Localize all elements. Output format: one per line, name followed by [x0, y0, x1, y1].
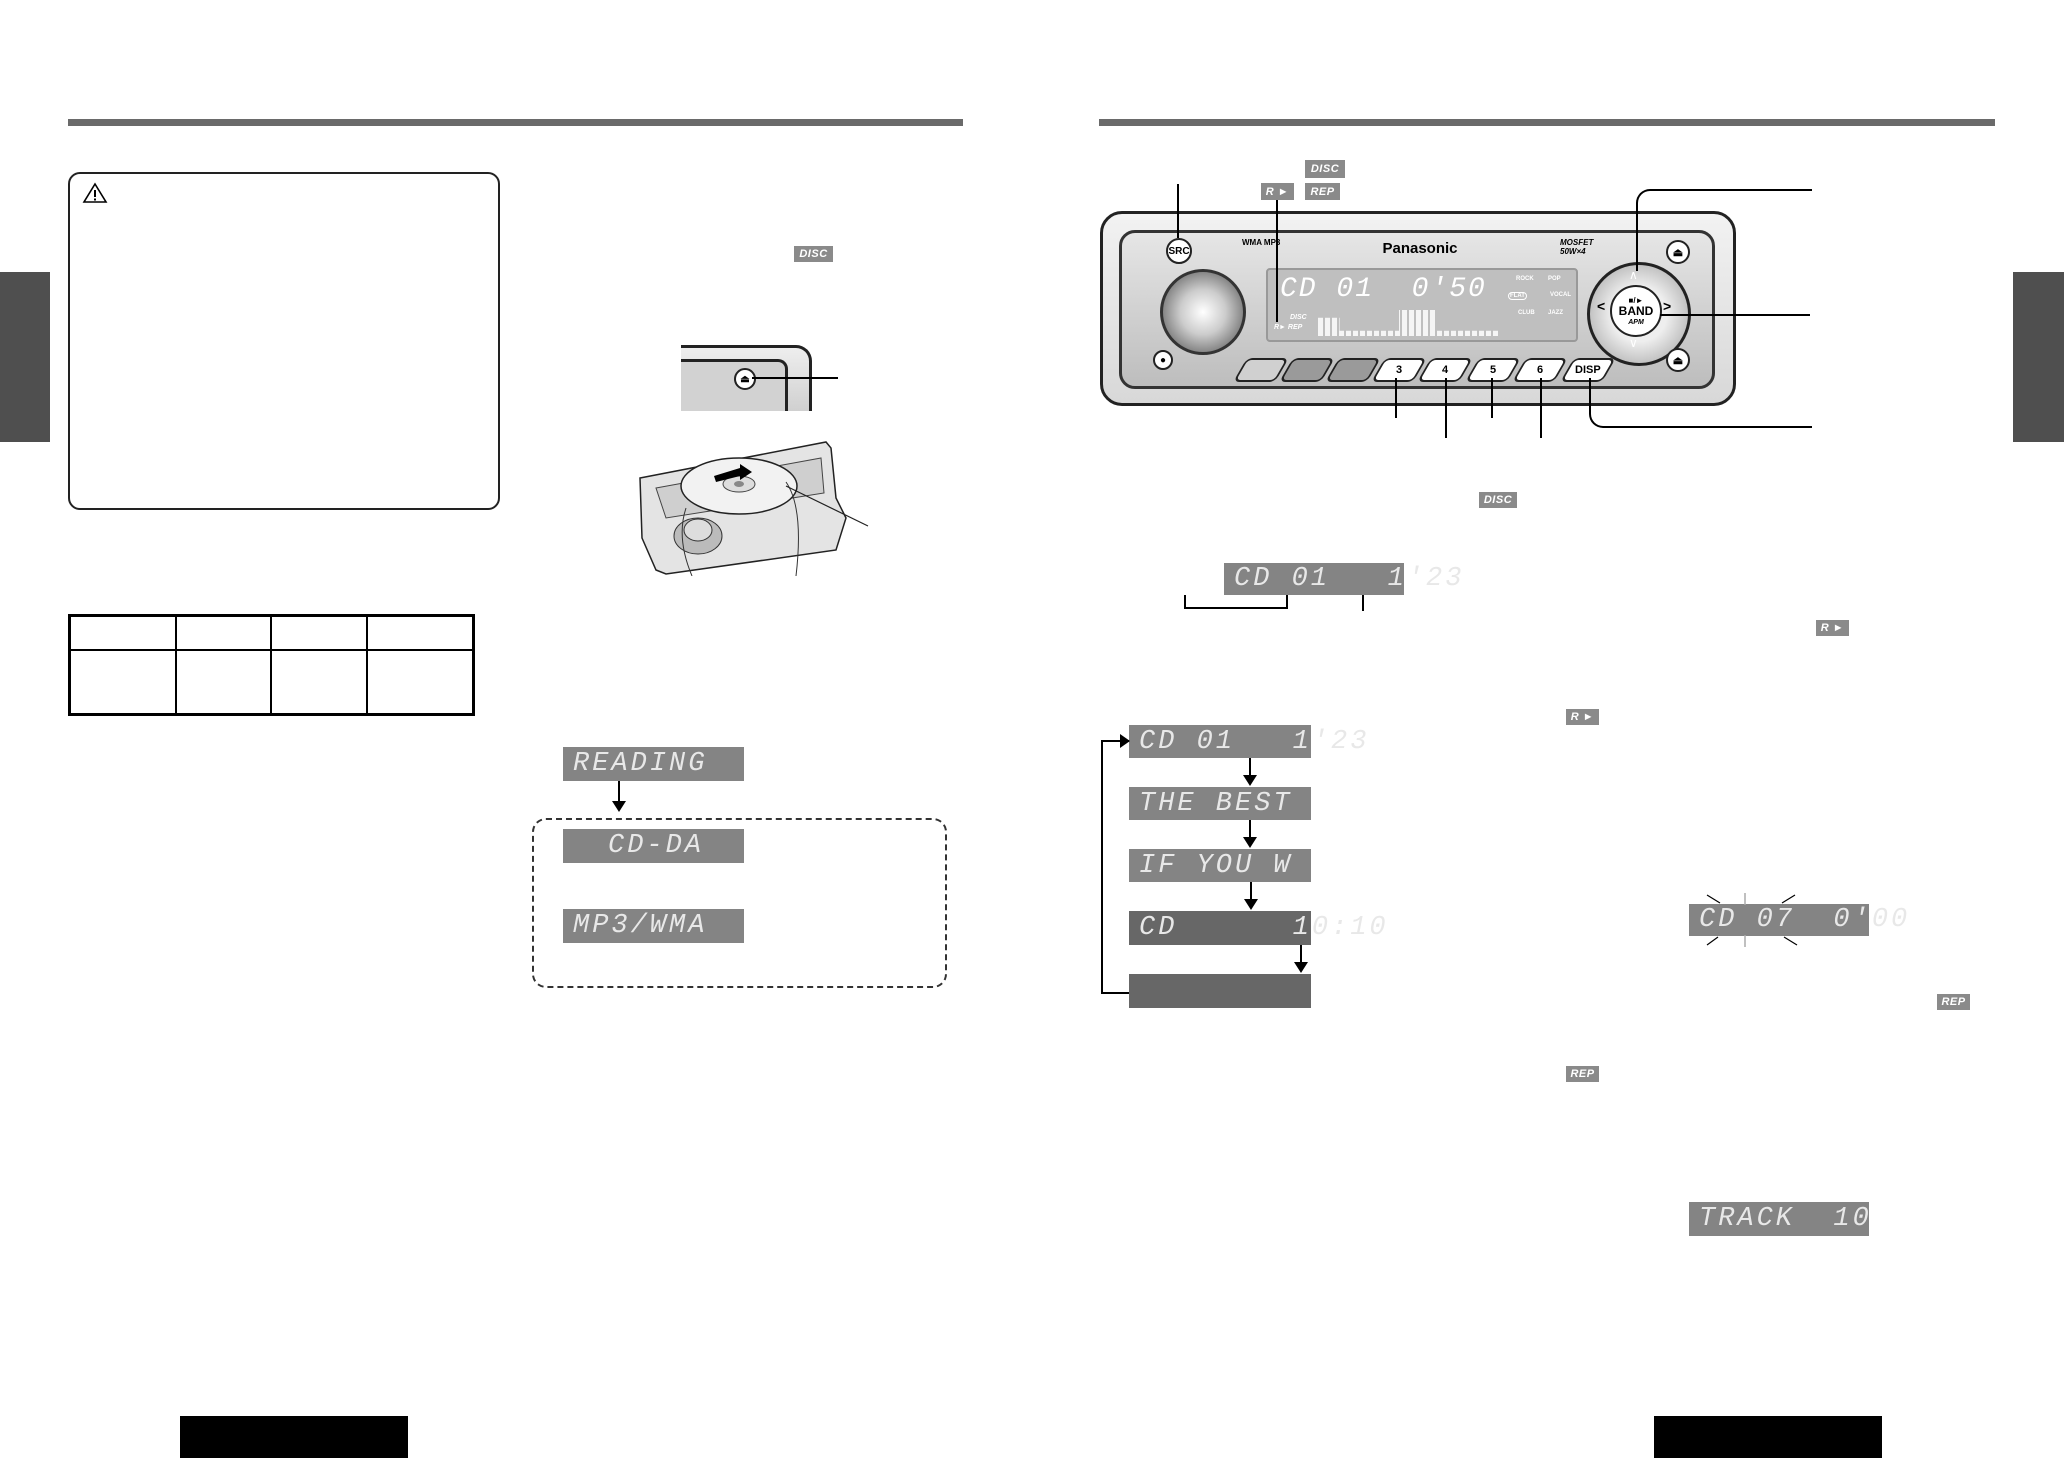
lcd-spectrum	[1318, 310, 1498, 336]
lcd-eq-flat: FLAT	[1508, 292, 1527, 300]
power-label: MOSFET 50W×4	[1560, 238, 1594, 256]
flow-arrow-line	[1249, 758, 1251, 776]
preset-6-callout	[1540, 378, 1542, 438]
table-cell	[68, 614, 178, 651]
disc-badge: DISC	[1305, 160, 1345, 178]
right-header-bar	[1099, 119, 1995, 126]
disc-type-box	[532, 818, 947, 988]
arrow-right-icon	[1120, 734, 1130, 748]
mode-callout-line	[1276, 200, 1278, 322]
right-page-footer-bar	[1654, 1416, 1882, 1458]
repeat-badge: REP	[1305, 183, 1340, 200]
caution-box	[68, 172, 500, 510]
arrow-down-icon	[1243, 775, 1257, 786]
flow-display-2: THE BEST	[1129, 787, 1311, 820]
table-cell	[365, 614, 475, 651]
flow-arrow-line	[1249, 820, 1251, 838]
random-badge: R ►	[1261, 183, 1294, 200]
cdda-display: CD-DA	[563, 829, 744, 863]
track-number-display: TRACK 10	[1689, 1202, 1869, 1236]
flash-indicator-icon	[1706, 893, 1798, 947]
flow-display-4: CD 10:10	[1129, 911, 1386, 945]
track-number-bracket	[1184, 595, 1288, 609]
preset-5-callout	[1491, 378, 1493, 418]
band-button[interactable]: ■/► BAND APM	[1610, 285, 1662, 337]
band-callout-line	[1660, 314, 1810, 316]
chevron-down-icon[interactable]: ∨	[1629, 336, 1638, 350]
src-callout-line	[1177, 184, 1179, 238]
arrow-down-icon	[1244, 899, 1258, 910]
eject-callout-line	[752, 377, 838, 379]
mp3wma-display: MP3/WMA	[563, 909, 744, 943]
chevron-left-icon[interactable]: <	[1597, 298, 1606, 314]
volume-knob[interactable]	[1160, 269, 1246, 355]
table-cell	[270, 614, 368, 651]
flow-loop-line	[1101, 740, 1129, 994]
disp-callout-line	[1589, 378, 1812, 428]
preset-3-callout	[1395, 378, 1397, 418]
track-display: CD 01 1'23	[1224, 563, 1461, 595]
nav-callout-line	[1636, 189, 1812, 271]
table-cell	[365, 648, 475, 716]
release-button[interactable]: ⏏	[1666, 348, 1690, 372]
chevron-up-icon[interactable]: ∧	[1629, 268, 1638, 282]
format-logo: WMA MP3	[1242, 238, 1281, 247]
flashing-display: CD 07 0'00	[1689, 904, 1907, 936]
disc-badge: DISC	[794, 246, 833, 262]
repeat-badge: REP	[1566, 1066, 1599, 1082]
disc-badge: DISC	[1479, 492, 1517, 508]
arrow-down-icon	[612, 801, 626, 812]
right-side-tab	[2013, 272, 2064, 442]
flow-arrow-line	[1300, 945, 1302, 963]
flow-display-3: IF YOU W	[1129, 849, 1311, 882]
left-side-tab	[0, 272, 50, 442]
table-cell	[175, 614, 273, 651]
preset-4-callout	[1445, 378, 1447, 438]
disc-spec-table	[68, 614, 475, 716]
small-round-button[interactable]: ●	[1153, 350, 1173, 370]
brand-logo: Panasonic	[1382, 240, 1458, 257]
random-badge: R ►	[1566, 709, 1599, 725]
disc-insertion-illustration	[639, 441, 869, 576]
flow-arrow-line	[618, 781, 620, 803]
lcd-mode-indicator: R► REP	[1274, 324, 1303, 331]
reading-display: READING	[563, 747, 744, 781]
arrow-down-icon	[1294, 962, 1308, 973]
flow-arrow-line	[1250, 882, 1252, 900]
lcd-eq-club: CLUB	[1518, 310, 1535, 316]
lcd-eq-vocal: VOCAL	[1550, 292, 1571, 298]
arrow-down-icon	[1243, 837, 1257, 848]
table-cell	[68, 648, 178, 716]
lcd-disc-indicator: DISC	[1290, 314, 1307, 321]
left-page-footer-bar	[180, 1416, 408, 1458]
eject-icon: ⏏	[734, 368, 756, 390]
lcd-main-text: CD 01 0'50	[1280, 274, 1487, 305]
lcd-eq-jazz: JAZZ	[1548, 310, 1563, 316]
lcd-eq-rock: ROCK	[1516, 276, 1534, 282]
flow-display-5	[1129, 974, 1311, 1008]
left-header-bar	[68, 119, 963, 126]
flow-display-1: CD 01 1'23	[1129, 725, 1366, 758]
lcd-eq-pop: POP	[1548, 276, 1561, 282]
table-cell	[270, 648, 368, 716]
warning-triangle-icon	[82, 182, 108, 203]
elapsed-time-callout	[1362, 595, 1364, 611]
stereo-lcd: CD 01 0'50 DISC R► REP ROCK POP FLAT VOC…	[1266, 268, 1578, 342]
repeat-badge: REP	[1937, 994, 1970, 1010]
src-button[interactable]: SRC	[1166, 238, 1192, 264]
eject-button[interactable]: ⏏	[1666, 240, 1690, 264]
chevron-right-icon[interactable]: >	[1663, 298, 1672, 314]
random-badge: R ►	[1816, 620, 1849, 636]
table-cell	[175, 648, 273, 716]
